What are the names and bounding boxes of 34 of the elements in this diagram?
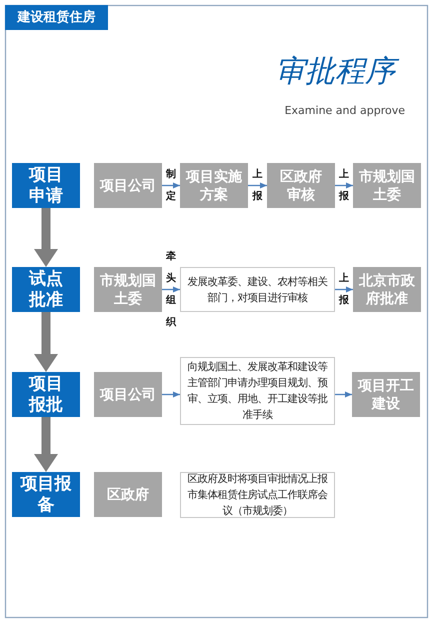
arrow [162, 392, 180, 398]
description-box: 向规划国土、发展改革和建设等主管部门申请办理项目规划、预审、立项、用地、开工建设等批准手续 [180, 357, 335, 425]
description-box: 区政府及时将项目审批情况上报市集体租赁住房试点工作联席会议（市规划委） [180, 472, 335, 518]
stage-box: 项目报批 [12, 372, 80, 417]
edge-label: 上报 [338, 168, 350, 204]
arrow [335, 182, 353, 188]
stage-box: 项目申请 [12, 163, 80, 208]
stage-box: 试点批准 [12, 267, 80, 312]
edge-label: 上报 [251, 168, 264, 204]
edge-label: 牵头组织 [164, 250, 178, 330]
down-arrow [34, 312, 58, 372]
process-box: 市规划国土委 [94, 267, 162, 312]
arrow [162, 182, 180, 188]
edge-label: 制定 [164, 168, 177, 204]
arrow [162, 286, 180, 292]
calligraphy-heading: 审批程序 [255, 52, 415, 92]
arrow [335, 286, 353, 292]
process-box: 区政府审核 [267, 163, 335, 208]
stage-box: 项目报备 [12, 472, 80, 517]
title-tab: 建设租赁住房 [5, 5, 108, 30]
process-box: 项目实施方案 [180, 163, 248, 208]
arrow [248, 182, 267, 188]
down-arrow [34, 417, 58, 472]
arrow [335, 392, 352, 398]
edge-label: 上报 [338, 272, 350, 308]
down-arrow [34, 208, 58, 267]
process-box: 项目公司 [94, 372, 162, 417]
process-box: 区政府 [94, 472, 162, 517]
subtitle: Examine and approve [284, 103, 405, 119]
description-box: 发展改革委、建设、农村等相关部门，对项目进行审核 [180, 267, 335, 312]
process-box: 项目开工建设 [352, 372, 420, 417]
process-box: 北京市政府批准 [353, 267, 421, 312]
process-box: 市规划国土委 [353, 163, 421, 208]
process-box: 项目公司 [94, 163, 162, 208]
